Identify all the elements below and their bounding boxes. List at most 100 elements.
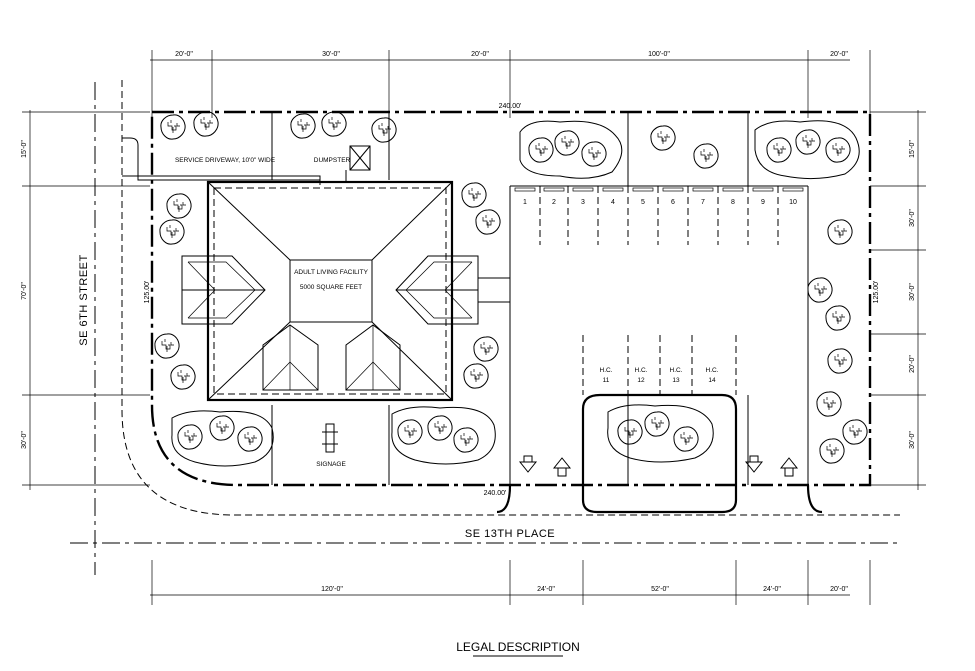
tree-icon: [554, 130, 580, 156]
wheel-stop: [632, 187, 654, 192]
tree-icon: [321, 111, 347, 137]
tree-icon: [170, 364, 196, 390]
tree-icon: [475, 209, 501, 235]
dumpster-label: DUMPSTER: [314, 157, 351, 164]
left-dim-3: 30'-0": [21, 431, 28, 449]
building-footprint: [181, 180, 510, 402]
left-dimension-lines: [22, 110, 150, 490]
tree-icon: [528, 137, 554, 163]
top-dimension-lines: [150, 50, 871, 118]
property-boundary: [150, 110, 872, 487]
wheel-stop: [602, 187, 624, 192]
top-dim-1: 20'-0": [175, 51, 193, 58]
wheel-stop: [692, 187, 714, 192]
tree-icon: [237, 426, 263, 452]
traffic-arrow-in-2: [744, 455, 764, 473]
facility-name: ADULT LIVING FACILITY: [294, 269, 368, 276]
street-name-south: SE 13TH PLACE: [465, 528, 555, 540]
hc-stall-number: 11: [603, 377, 610, 384]
bottom-dim-2: 24'-0": [537, 586, 555, 593]
wheel-stop: [543, 187, 565, 192]
hc-tag: H.C.: [670, 367, 683, 374]
wheel-stop: [782, 187, 804, 192]
tree-icon: [461, 182, 487, 208]
parking-stall-numbers: 1 2 3 4 5 6 7 8 9 10: [523, 199, 797, 206]
service-driveway-edge: [122, 137, 320, 181]
signage-label: SIGNAGE: [316, 461, 346, 468]
traffic-arrow-out-1: [552, 457, 572, 477]
tree-icon: [816, 391, 842, 417]
right-dimension-lines: [870, 110, 926, 490]
tree-icon: [177, 424, 203, 450]
curb-return-2: [806, 484, 823, 514]
tree-icon: [650, 125, 676, 151]
bottom-dim-5: 20'-0": [830, 586, 848, 593]
tree-icon: [166, 193, 192, 219]
tree-icon: [473, 336, 499, 362]
bottom-dim-1: 120'-0": [321, 586, 343, 593]
stall-number: 6: [671, 199, 675, 206]
tree-icon: [807, 277, 833, 303]
wheel-stop: [752, 187, 774, 192]
tree-icon: [154, 333, 180, 359]
right-dim-1: 15'-0": [909, 140, 916, 158]
left-dim-1: 15'-0": [21, 140, 28, 158]
tree-icon: [825, 305, 851, 331]
hc-tag: H.C.: [635, 367, 648, 374]
wheel-stop: [662, 187, 684, 192]
tree-icon: [827, 348, 853, 374]
tree-icon: [581, 141, 607, 167]
parking-lot-edges: [509, 186, 809, 485]
stall-number: 2: [552, 199, 556, 206]
tree-icon: [827, 219, 853, 245]
left-dim-2: 70'-0": [21, 282, 28, 300]
stall-number: 10: [789, 199, 797, 206]
tree-icon: [453, 427, 479, 453]
parking-stall-lines: [509, 186, 809, 245]
service-driveway-label: SERVICE DRIVEWAY, 10'0" WIDE: [175, 157, 276, 164]
traffic-arrow-in-1: [518, 455, 538, 473]
bottom-dim-4: 24'-0": [763, 586, 781, 593]
right-dim-5: 30'-0": [909, 431, 916, 449]
tree-icon: [371, 117, 397, 143]
bottom-dim-3: 52'-0": [651, 586, 669, 593]
hc-tag: H.C.: [600, 367, 613, 374]
top-dim-2: 30'-0": [322, 51, 340, 58]
hc-stall-number: 13: [672, 377, 680, 384]
signage-symbol: [322, 423, 338, 453]
tree-icon: [825, 137, 851, 163]
tree-icon: [795, 129, 821, 155]
tree-icon: [673, 426, 699, 452]
hc-parking-stalls: H.C.11H.C.12H.C.13H.C.14: [582, 335, 737, 395]
stall-number: 5: [641, 199, 645, 206]
tree-icon: [644, 411, 670, 437]
tree-icon: [427, 415, 453, 441]
stall-number: 7: [701, 199, 705, 206]
tree-icon: [842, 419, 868, 445]
tree-icon: [463, 363, 489, 389]
stall-number: 3: [581, 199, 585, 206]
tree-icon: [819, 438, 845, 464]
right-dim-2: 30'-0": [909, 209, 916, 227]
stall-number: 8: [731, 199, 735, 206]
tree-icon: [193, 111, 219, 137]
property-dim-bottom: 240.00': [484, 490, 507, 497]
hc-stall-number: 14: [708, 377, 716, 384]
legal-description-title: LEGAL DESCRIPTION: [456, 640, 580, 654]
tree-icon: [290, 113, 316, 139]
bottom-dimension-lines: [150, 560, 871, 605]
parking-island: [581, 393, 738, 514]
stall-number: 1: [523, 199, 527, 206]
wheel-stop: [514, 187, 536, 192]
tree-icon: [397, 419, 423, 445]
top-dim-5: 20'-0": [830, 51, 848, 58]
tree-icon: [693, 143, 719, 169]
tree-icon: [160, 114, 186, 140]
wheel-stop: [572, 187, 594, 192]
stall-number: 4: [611, 199, 615, 206]
stall-number: 9: [761, 199, 765, 206]
street-curb: [121, 80, 900, 516]
wheel-stop: [722, 187, 744, 192]
landscape-trees: [154, 111, 868, 464]
tree-icon: [766, 137, 792, 163]
